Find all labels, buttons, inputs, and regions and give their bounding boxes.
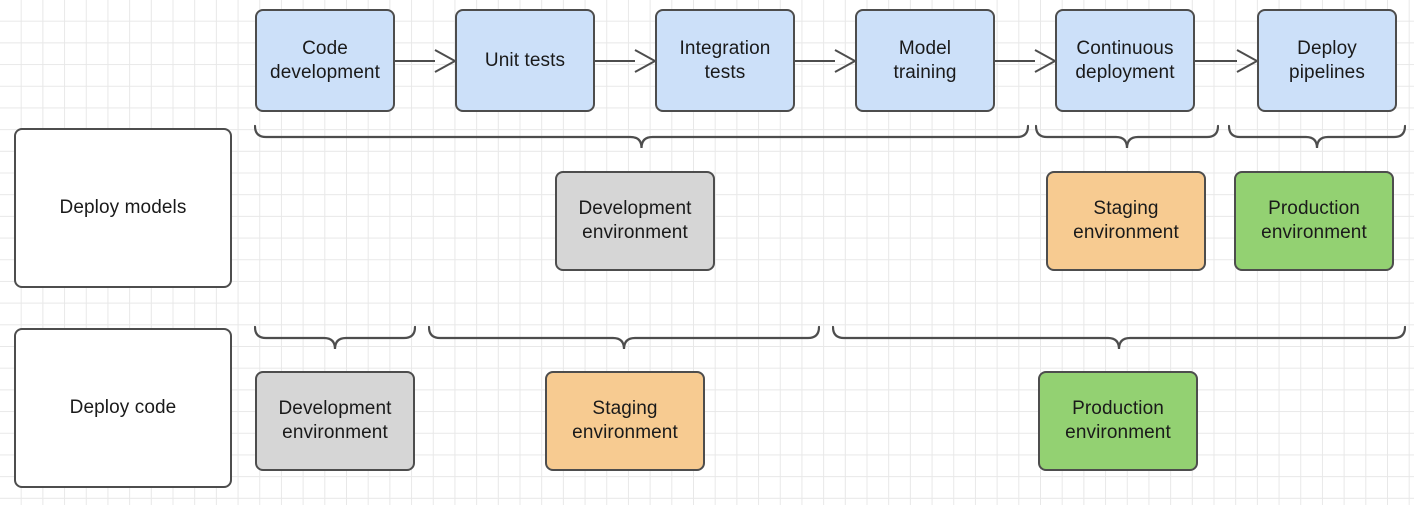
arrow-cd-to-pipelines [1195, 49, 1257, 73]
arrow-code-to-unit [395, 49, 455, 73]
model-training[interactable]: Model training [855, 9, 995, 112]
code-development-environment[interactable]: Development environment [255, 371, 415, 471]
arrow-unit-to-integration [595, 49, 655, 73]
continuous-deployment-label: Continuous deployment [1075, 37, 1175, 83]
code-production-environment-label: Production environment [1065, 398, 1171, 443]
deploy-pipelines-label: Deploy pipelines [1289, 37, 1365, 83]
models-development-environment-label: Development environment [578, 198, 692, 243]
brace-code-production [832, 325, 1406, 350]
code-production-environment[interactable]: Production environment [1038, 371, 1198, 471]
code-development-label: Code development [270, 37, 380, 83]
code-development-environment-label: Development environment [278, 398, 392, 443]
models-production-environment-label: Production environment [1261, 198, 1367, 243]
deploy-code-label-box[interactable]: Deploy code [14, 328, 232, 488]
brace-models-development [254, 124, 1029, 149]
models-development-environment[interactable]: Development environment [555, 171, 715, 271]
brace-code-staging [428, 325, 820, 350]
deploy-code-label-box-label: Deploy code [69, 397, 177, 418]
continuous-deployment[interactable]: Continuous deployment [1055, 9, 1195, 112]
integration-tests[interactable]: Integration tests [655, 9, 795, 112]
integration-tests-label: Integration tests [679, 37, 771, 83]
arrow-training-to-cd [995, 49, 1055, 73]
arrow-integration-to-training [795, 49, 855, 73]
model-training-label: Model training [893, 37, 957, 83]
deploy-pipelines[interactable]: Deploy pipelines [1257, 9, 1397, 112]
code-staging-environment-label: Staging environment [572, 398, 678, 443]
brace-code-development [254, 325, 416, 350]
code-staging-environment[interactable]: Staging environment [545, 371, 705, 471]
models-production-environment[interactable]: Production environment [1234, 171, 1394, 271]
unit-tests-label: Unit tests [484, 49, 566, 71]
deploy-models-label-box-label: Deploy models [59, 197, 187, 218]
models-staging-environment-label: Staging environment [1073, 198, 1179, 243]
deploy-models-label-box[interactable]: Deploy models [14, 128, 232, 288]
code-development[interactable]: Code development [255, 9, 395, 112]
unit-tests[interactable]: Unit tests [455, 9, 595, 112]
brace-models-production [1228, 124, 1406, 149]
models-staging-environment[interactable]: Staging environment [1046, 171, 1206, 271]
brace-models-staging [1035, 124, 1219, 149]
